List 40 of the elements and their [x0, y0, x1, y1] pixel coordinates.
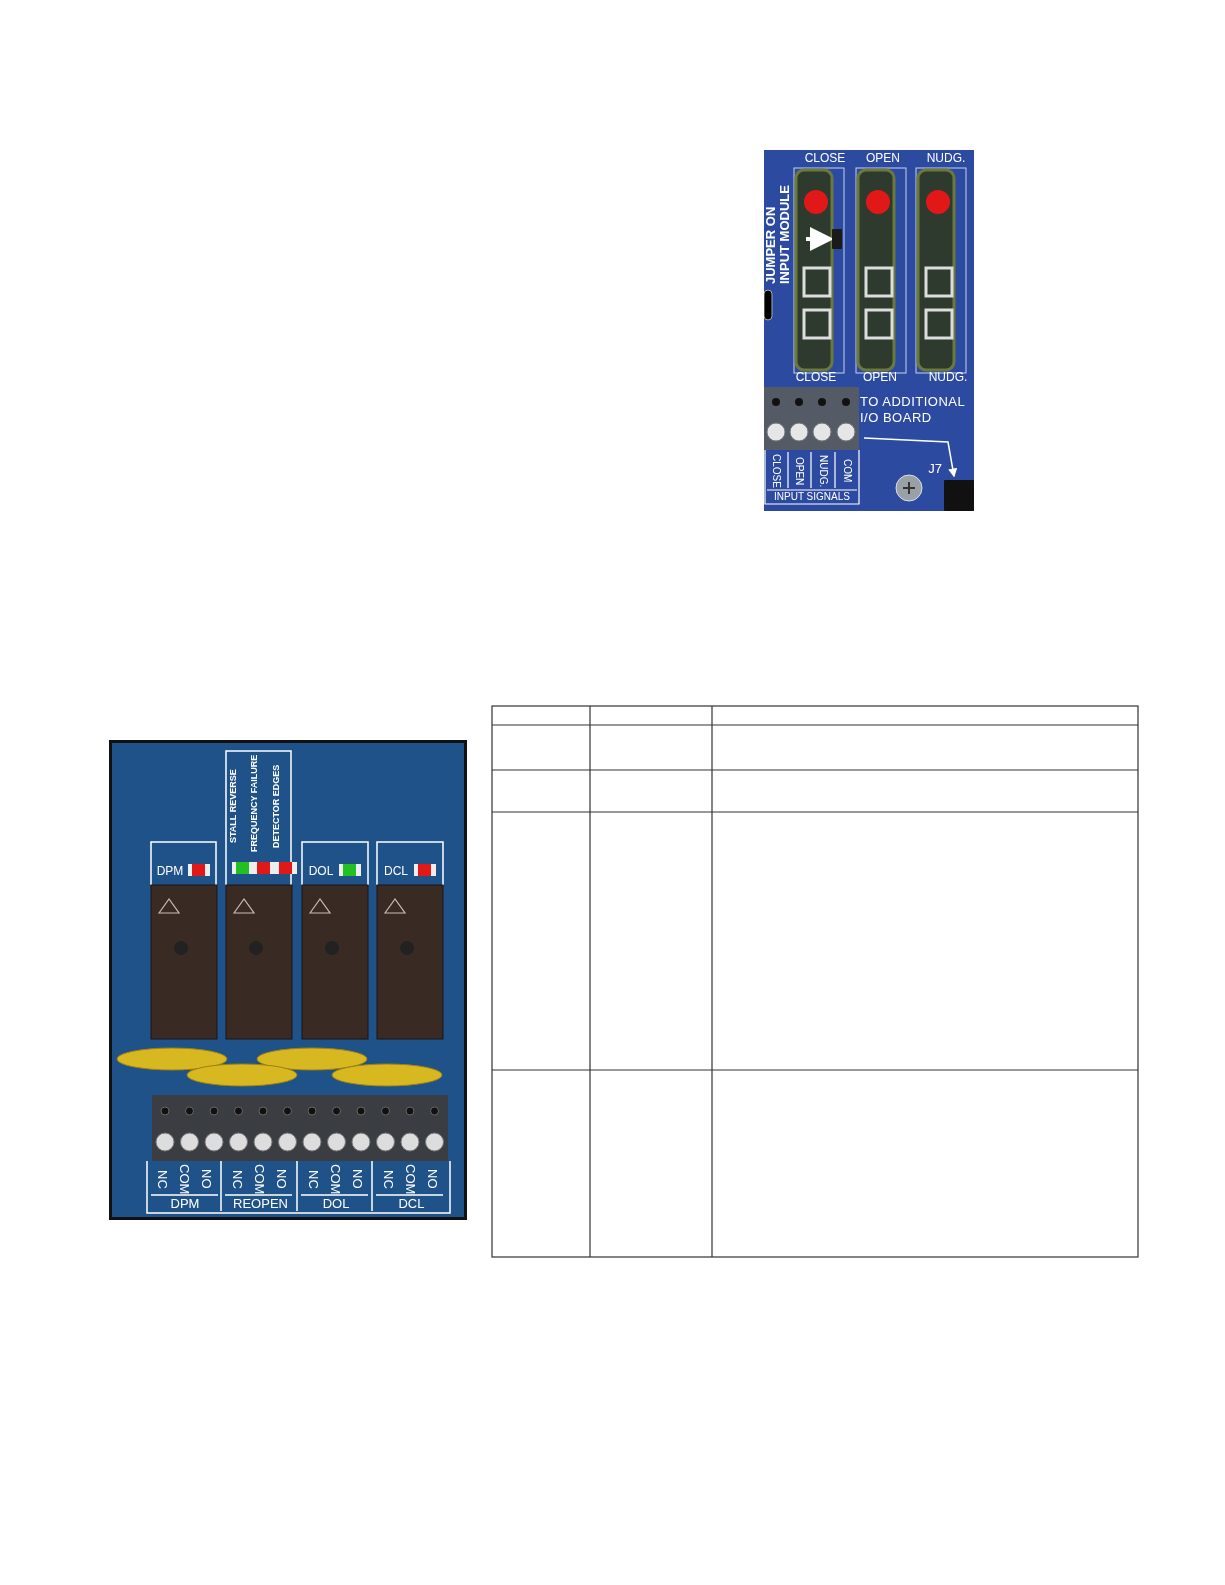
board-label: NC	[229, 1168, 247, 1191]
board-label: OPEN	[793, 455, 807, 488]
board-label: DPM	[169, 1196, 201, 1211]
board-label: COM	[251, 1162, 269, 1196]
board-label: NO	[348, 1168, 366, 1191]
board-label: NO	[424, 1168, 442, 1191]
board-label: DCL	[397, 1196, 426, 1211]
board-label: DETECTOR EDGES	[270, 763, 283, 850]
board-label: CLOSE	[803, 151, 847, 165]
board-label: NO	[273, 1168, 291, 1191]
board-label: NUDG.	[925, 151, 967, 165]
board-label: NC	[380, 1168, 398, 1191]
board-label: NUDG.	[817, 453, 831, 490]
board-label: CLOSE	[794, 370, 838, 384]
jumper-block	[832, 229, 842, 249]
board-label: FREQUENCY FAILURE	[248, 753, 261, 854]
board-label: DCL	[383, 863, 409, 879]
board-label: INPUT SIGNALS	[773, 491, 851, 503]
leader-arrow	[863, 437, 958, 478]
board-label: OPEN	[865, 151, 901, 165]
callout-text: TO ADDITIONAL I/O BOARD	[860, 394, 970, 430]
board-label: DPM	[155, 863, 185, 879]
board-label: STALL REVERSE	[227, 768, 240, 845]
board-label: NO	[197, 1168, 215, 1191]
board-label: REOPEN	[232, 1196, 289, 1211]
board-label: DOL	[321, 1196, 351, 1211]
board-label: NC	[304, 1168, 322, 1191]
connector-label: J7	[927, 460, 943, 478]
pointer-arrow	[806, 227, 834, 251]
board-label: COM	[841, 458, 855, 485]
board-label: CLOSE	[770, 453, 784, 490]
board-label: DOL	[307, 863, 335, 879]
connector-block	[944, 480, 974, 511]
board-label: COM	[402, 1162, 420, 1196]
board-label: JUMPER ON INPUT MODULE	[764, 184, 792, 284]
board-label: COM	[326, 1162, 344, 1196]
board-label: OPEN	[862, 370, 898, 384]
board-label: COM	[175, 1162, 193, 1196]
board-label: NUDG.	[927, 370, 969, 384]
board-label: NC	[153, 1168, 171, 1191]
